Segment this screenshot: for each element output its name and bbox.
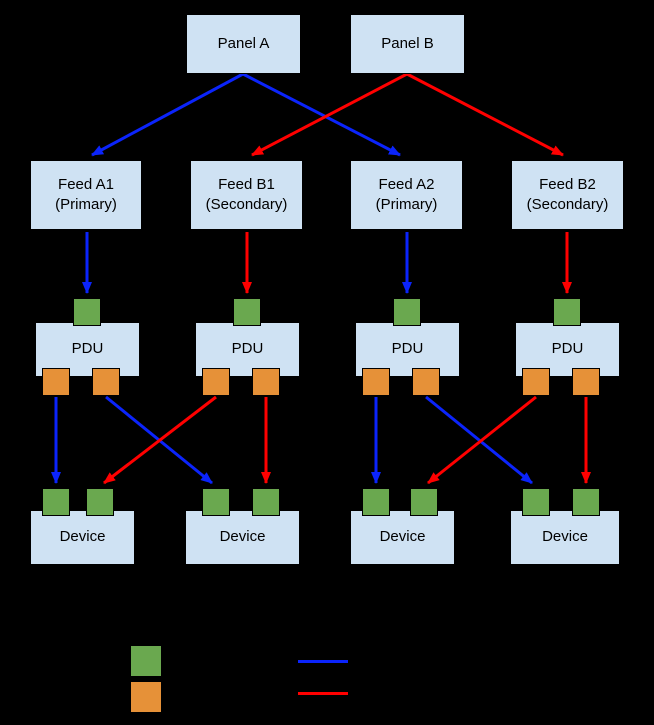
feed-b1-role: (Secondary) — [205, 196, 288, 213]
pdu4-output-port-left-icon — [522, 368, 550, 396]
device4-input-port-left-icon — [522, 488, 550, 516]
pdu1-label: PDU — [71, 340, 104, 358]
pdu4-output-port-right-icon — [572, 368, 600, 396]
pdu1-input-port-icon — [73, 298, 101, 326]
pdu1-output-port-right-icon — [92, 368, 120, 396]
device1-input-port-left-icon — [42, 488, 70, 516]
pdu3-label: PDU — [391, 340, 424, 358]
pdu4-node: PDU — [515, 322, 620, 377]
arrow-pdu4-device3 — [427, 395, 537, 485]
device4-label: Device — [542, 528, 588, 546]
device3-input-port-left-icon — [362, 488, 390, 516]
pdu2-label: PDU — [231, 340, 264, 358]
pdu3-output-port-left-icon — [362, 368, 390, 396]
device1-label: Device — [59, 528, 106, 546]
legend-input-port-swatch — [130, 645, 162, 677]
device2-node: Device — [185, 510, 300, 565]
pdu3-output-port-right-icon — [412, 368, 440, 396]
pdu2-output-port-right-icon — [252, 368, 280, 396]
device3-input-port-right-icon — [410, 488, 438, 516]
legend-secondary-path-line — [298, 692, 348, 695]
pdu4-label: PDU — [551, 340, 584, 358]
panel-b-label: Panel B — [381, 34, 434, 52]
feed-a2-role: (Primary) — [375, 196, 438, 213]
pdu2-input-port-icon — [233, 298, 261, 326]
feed-a1-role: (Primary) — [55, 196, 117, 213]
feed-a2-node: Feed A2 (Primary) — [350, 160, 463, 230]
feed-a1-node: Feed A1 (Primary) — [30, 160, 142, 230]
pdu1-output-port-left-icon — [42, 368, 70, 396]
panel-b-node: Panel B — [350, 14, 465, 74]
device4-node: Device — [510, 510, 620, 565]
feed-b2-node: Feed B2 (Secondary) — [511, 160, 624, 230]
arrow-pdu2-device1 — [103, 395, 217, 485]
device3-label: Device — [379, 528, 426, 546]
arrow-panelB-feedB2 — [406, 72, 564, 157]
pdu2-output-port-left-icon — [202, 368, 230, 396]
arrow-panelB-feedB1 — [251, 72, 408, 157]
panel-a-label: Panel A — [217, 34, 270, 52]
feed-b1-node: Feed B1 (Secondary) — [190, 160, 303, 230]
device2-label: Device — [219, 528, 266, 546]
pdu1-node: PDU — [35, 322, 140, 377]
pdu4-input-port-icon — [553, 298, 581, 326]
device1-node: Device — [30, 510, 135, 565]
arrow-panelA-feedA1 — [91, 72, 244, 157]
arrow-panelA-feedA2 — [242, 72, 401, 157]
device2-input-port-left-icon — [202, 488, 230, 516]
device4-input-port-right-icon — [572, 488, 600, 516]
device2-input-port-right-icon — [252, 488, 280, 516]
feed-b2-role: (Secondary) — [526, 196, 609, 213]
pdu3-node: PDU — [355, 322, 460, 377]
device1-input-port-right-icon — [86, 488, 114, 516]
arrow-pdu3-device4 — [425, 395, 533, 485]
feed-b1-name: Feed B1 — [218, 175, 275, 193]
feed-a2-name: Feed A2 — [378, 175, 435, 193]
pdu2-node: PDU — [195, 322, 300, 377]
feed-a1-name: Feed A1 — [58, 175, 114, 193]
pdu3-input-port-icon — [393, 298, 421, 326]
legend-primary-path-line — [298, 660, 348, 663]
legend-output-port-swatch — [130, 681, 162, 713]
device3-node: Device — [350, 510, 455, 565]
panel-a-node: Panel A — [186, 14, 301, 74]
feed-b2-name: Feed B2 — [539, 175, 596, 193]
